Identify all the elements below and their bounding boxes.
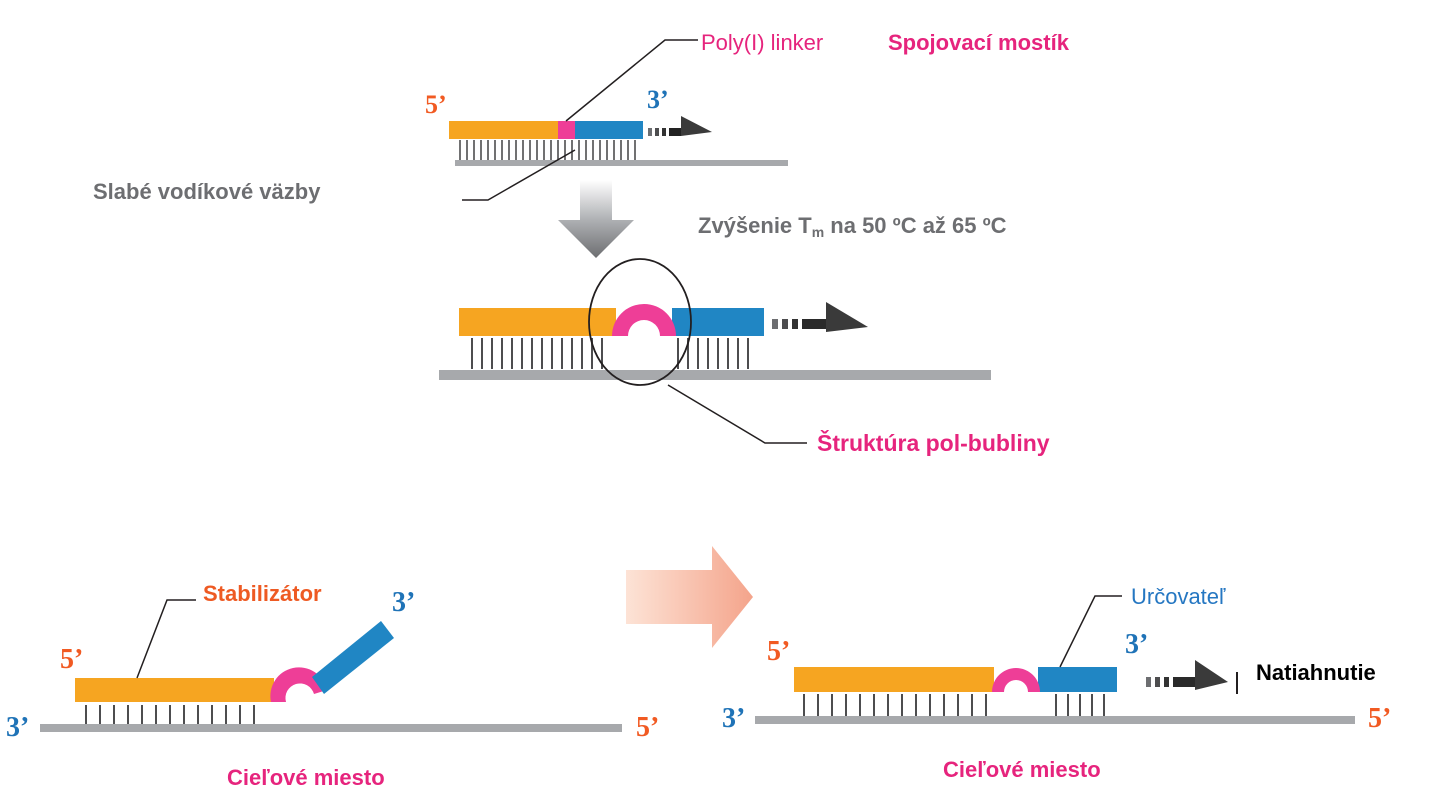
top-end-3-label: 3’ — [647, 85, 669, 114]
linker-leader-line — [565, 39, 698, 122]
primer-end-5-label: 5’ — [767, 636, 790, 667]
primer-end-3-label: 3’ — [1125, 629, 1148, 660]
tm-subscript-text: m — [812, 224, 824, 240]
down-arrow-icon — [558, 180, 634, 258]
stabilizer-segment — [449, 121, 558, 139]
stabilizer-leader-line — [136, 599, 196, 679]
stabilizer-segment — [459, 308, 616, 336]
template-strand — [40, 724, 622, 732]
template-end-5-label: 5’ — [636, 712, 659, 743]
target-site-label: Cieľové miesto — [943, 757, 1101, 782]
tm-suffix-text: na 50 ºC až 65 ºC — [824, 213, 1006, 238]
template-strand — [755, 716, 1355, 724]
linker-bubble — [992, 668, 1040, 692]
bubble-leader-line — [667, 384, 807, 444]
determiner-label: Určovateľ — [1131, 584, 1226, 609]
stabilizer-label: Stabilizátor — [203, 581, 322, 606]
svg-text:Zvýšenie Tm na 50 ºC až 65 ºC: Zvýšenie Tm na 50 ºC až 65 ºC — [698, 213, 1007, 240]
hydrogen-bonds — [471, 338, 749, 369]
bottom-right-panel: Určovateľ 5’ 3’ 3’ 5’ Natiahnutie Cieľov… — [722, 584, 1391, 782]
stabilizer-segment — [794, 667, 994, 692]
primer-end-5-label: 5’ — [60, 644, 83, 675]
hydrogen-bonds — [85, 705, 255, 724]
extension-arrow-icon — [772, 302, 868, 332]
template-strand — [455, 160, 788, 166]
template-end-5-label: 5’ — [1368, 703, 1391, 734]
extension-arrow-icon — [1146, 660, 1238, 694]
linker-label: Poly(I) linker — [701, 30, 823, 55]
linker-bubble — [612, 304, 676, 336]
hydrogen-bonds — [803, 694, 1105, 716]
extension-arrow-icon — [648, 116, 712, 136]
linker-bubble — [270, 667, 327, 702]
bubble-label: Štruktúra pol-bubliny — [817, 429, 1050, 456]
template-end-3-label: 3’ — [722, 703, 745, 734]
hbonds-leader-line — [462, 149, 576, 201]
middle-panel: Štruktúra pol-bubliny — [439, 258, 1050, 456]
linker-segment — [558, 121, 575, 139]
template-strand — [439, 370, 991, 380]
template-end-3-label: 3’ — [6, 712, 29, 743]
tm-increase-label: Zvýšenie Tm na 50 ºC až 65 ºC — [698, 213, 1007, 240]
hydrogen-bonds — [459, 140, 636, 160]
determiner-segment — [575, 121, 643, 139]
hbonds-label: Slabé vodíkové väzby — [93, 179, 321, 204]
determiner-segment — [1038, 667, 1117, 692]
top-panel: 5’ 3’ Poly(I) linker Spojovací mostík Sl… — [93, 30, 1070, 204]
stabilizer-segment — [75, 678, 274, 702]
determiner-leader-line — [1059, 595, 1122, 668]
top-end-5-label: 5’ — [425, 90, 447, 119]
determiner-segment — [312, 621, 394, 694]
linker-label-sk: Spojovací mostík — [888, 30, 1070, 55]
bubble-highlight-circle — [588, 258, 692, 386]
annealing-label: Natiahnutie — [1256, 660, 1376, 685]
primer-end-3-label: 3’ — [392, 587, 415, 618]
determiner-segment — [672, 308, 764, 336]
right-arrow-icon — [626, 546, 753, 648]
bottom-left-panel: Stabilizátor 5’ 3’ 3’ 5’ Cieľové miesto — [6, 581, 659, 790]
target-site-label: Cieľové miesto — [227, 765, 385, 790]
tm-prefix-text: Zvýšenie T — [698, 213, 812, 238]
